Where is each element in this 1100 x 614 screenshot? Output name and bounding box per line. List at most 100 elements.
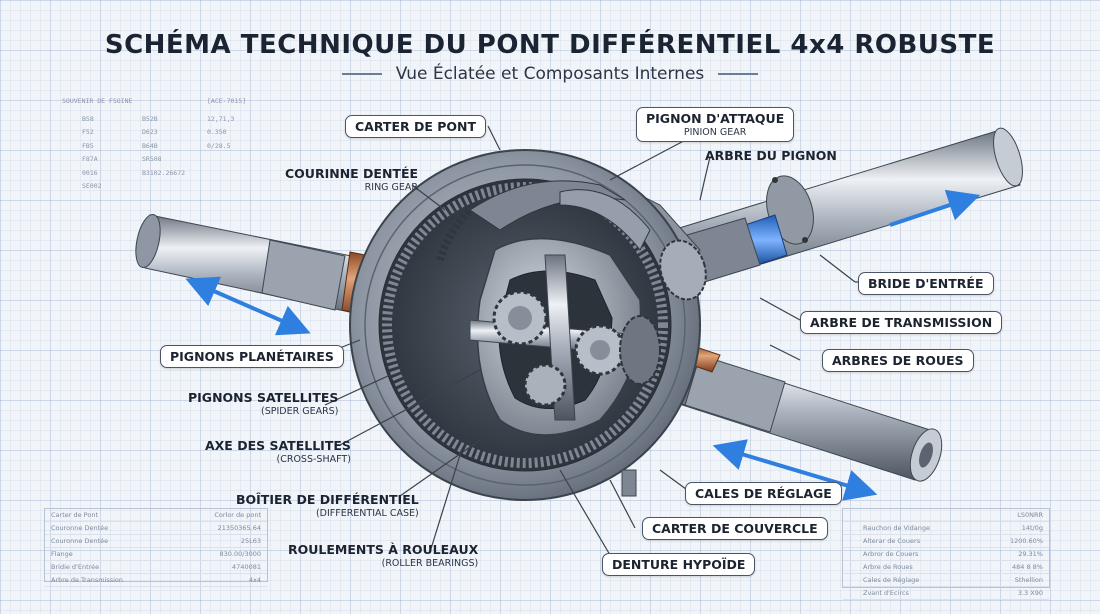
- label-text: PIGNONS SATELLITES: [188, 390, 339, 405]
- label-pignons-satellites: PIGNONS SATELLITES (SPIDER GEARS): [188, 390, 338, 417]
- spec-br-value: 3.3 X90: [1017, 589, 1043, 597]
- spec-bl-label: Bridie d'Entrée: [51, 563, 100, 571]
- spec-bl-value: 25L63: [240, 537, 261, 545]
- table-row: Carter de Pont Corlor de pont: [45, 509, 267, 522]
- spec-table-bottom-right: LS0NRR Rauchon de Vidange 14t/0g Alterar …: [842, 508, 1050, 600]
- spec-br-label: Zvant d'Ecircs: [863, 589, 909, 597]
- label-cales: CALES DE RÉGLAGE: [685, 482, 842, 505]
- table-row: Zvant d'Ecircs 3.3 X90: [843, 587, 1049, 600]
- spec-br-value: 484 8 8%: [1012, 563, 1043, 571]
- spec-tl-cell: SE002: [82, 182, 102, 190]
- label-carter-couvercle: CARTER DE COUVERCLE: [642, 517, 828, 540]
- spec-tl-cell: F52: [82, 128, 94, 136]
- table-row: LS0NRR: [843, 509, 1049, 522]
- label-roulements: ROULEMENTS À ROULEAUX (ROLLER BEARINGS): [288, 542, 478, 569]
- spec-table-bottom-left: Carter de Pont Corlor de pont Couronne De…: [44, 508, 268, 587]
- spec-br-value: LS0NRR: [1017, 511, 1043, 519]
- label-arbres-roues: ARBRES DE ROUES: [822, 349, 974, 372]
- spec-sheet-top-left: SOUVENIR DE FSOINE [ACE-7015] B58 B52B 12,7…: [62, 95, 272, 194]
- subtitle-row: Vue Éclatée et Composants Internes: [0, 64, 1100, 84]
- label-text: COURINNE DENTÉE: [285, 166, 419, 181]
- label-subtext: (SPIDER GEARS): [261, 406, 339, 417]
- pinion-gear: [659, 239, 707, 301]
- table-row: Couronne Dentée 25L63: [45, 535, 267, 548]
- spec-bl-label: Flange: [51, 550, 73, 558]
- spec-tl-cell: B3102.26672: [142, 168, 186, 177]
- spec-bl-value: 4740081: [232, 563, 261, 571]
- spec-bl-label: Couronne Dentée: [51, 524, 109, 532]
- label-text: PIGNON D'ATTAQUE: [646, 111, 785, 126]
- table-row: Flange 830.00/3000: [45, 548, 267, 561]
- spec-tl-cell: 0/28.5: [207, 141, 231, 150]
- spec-tl-cell: D623: [142, 128, 158, 136]
- label-subtext: PINION GEAR: [683, 127, 747, 138]
- label-text: BOÎTIER DE DIFFÉRENTIEL: [236, 492, 419, 507]
- spec-br-label: Rauchon de Vidange: [863, 524, 930, 532]
- label-axe-satellites: AXE DES SATELLITES (CROSS-SHAFT): [205, 438, 351, 465]
- ring-gear: [436, 180, 651, 262]
- label-pignon-attaque: PIGNON D'ATTAQUE PINION GEAR: [636, 107, 795, 142]
- subtitle-rule-right: [718, 73, 759, 75]
- label-text: CARTER DE PONT: [355, 119, 476, 134]
- label-denture: DENTURE HYPOÏDE: [602, 553, 756, 576]
- spec-tl-header-2: [ACE-7015]: [207, 97, 247, 105]
- spec-tl-cell: SR508: [142, 155, 162, 163]
- label-text: PIGNONS PLANÉTAIRES: [170, 349, 334, 364]
- label-text: ROULEMENTS À ROULEAUX: [288, 542, 479, 557]
- label-text: DENTURE HYPOÏDE: [612, 557, 746, 572]
- label-arbre-du-pignon: ARBRE DU PIGNON: [705, 148, 837, 163]
- spec-tl-cell: F87A: [82, 155, 98, 163]
- spec-tl-cell: 0.350: [207, 128, 227, 136]
- spec-br-label: Cales de Réglage: [863, 576, 920, 584]
- label-subtext: (DIFFERENTIAL CASE): [315, 508, 419, 519]
- table-row: Rauchon de Vidange 14t/0g: [843, 522, 1049, 535]
- spec-bl-value: Corlor de pont: [214, 511, 261, 519]
- spec-br-label: Alterar de Couers: [863, 537, 921, 545]
- spec-tl-cell: FB5: [82, 141, 94, 150]
- spider-gears: [492, 290, 626, 407]
- label-text: BRIDE D'ENTRÉE: [868, 276, 984, 291]
- label-carter-de-pont: CARTER DE PONT: [345, 115, 486, 138]
- spec-bl-label: Carter de Pont: [51, 511, 99, 519]
- spec-br-value: 29.31%: [1018, 550, 1043, 558]
- spec-tl-header-1: SOUVENIR DE FSOINE: [62, 97, 133, 105]
- spec-bl-value: 21350365.64: [217, 524, 261, 532]
- spec-tl-cell: 0016: [82, 168, 98, 177]
- table-row: Cales de Réglage Sthellion: [843, 574, 1049, 587]
- table-row: Arbre de Roues 484 8 8%: [843, 561, 1049, 574]
- page-title: SCHÉMA TECHNIQUE DU PONT DIFFÉRENTIEL 4x…: [104, 30, 996, 60]
- spec-bl-value: 4x4: [248, 576, 261, 584]
- subtitle-rule-left: [341, 73, 382, 75]
- table-row: Bridie d'Entrée 4740081: [45, 561, 267, 574]
- label-arbre-transmission: ARBRE DE TRANSMISSION: [800, 311, 1003, 334]
- label-subtext: (ROLLER BEARINGS): [381, 558, 479, 569]
- label-text: ARBRE DU PIGNON: [705, 148, 837, 163]
- spec-tl-cell: B52B: [142, 114, 158, 123]
- label-pignons-planetaires: PIGNONS PLANÉTAIRES: [160, 345, 344, 368]
- spec-br-label: Arbror de Couers: [863, 550, 919, 558]
- spec-tl-cell: B58: [82, 114, 94, 123]
- spec-br-value: 14t/0g: [1021, 524, 1043, 532]
- spec-bl-value: 830.00/3000: [219, 550, 261, 558]
- spec-br-label: Arbre de Roues: [863, 563, 913, 571]
- table-row: Arbre de Transmission 4x4: [45, 574, 267, 587]
- label-bride-entree: BRIDE D'ENTRÉE: [858, 272, 994, 295]
- table-row: Couronne Dentée 21350365.64: [45, 522, 267, 535]
- spec-bl-label: Arbre de Transmission: [51, 576, 124, 584]
- table-row: Arbror de Couers 29.31%: [843, 548, 1049, 561]
- label-text: AXE DES SATELLITES: [205, 438, 351, 453]
- label-text: CALES DE RÉGLAGE: [695, 486, 832, 501]
- page-subtitle: Vue Éclatée et Composants Internes: [395, 64, 705, 84]
- label-couronne: COURINNE DENTÉE RING GEAR: [285, 166, 418, 193]
- label-text: ARBRE DE TRANSMISSION: [810, 315, 993, 330]
- spec-tl-cell: 12,71,3: [207, 114, 235, 123]
- spec-bl-label: Couronne Dentée: [51, 537, 109, 545]
- spec-tl-cell: B64B: [142, 141, 158, 150]
- label-text: CARTER DE COUVERCLE: [652, 521, 818, 536]
- spec-br-value: Sthellion: [1014, 576, 1043, 584]
- label-subtext: RING GEAR: [364, 182, 419, 193]
- roller-bearing: [619, 315, 661, 385]
